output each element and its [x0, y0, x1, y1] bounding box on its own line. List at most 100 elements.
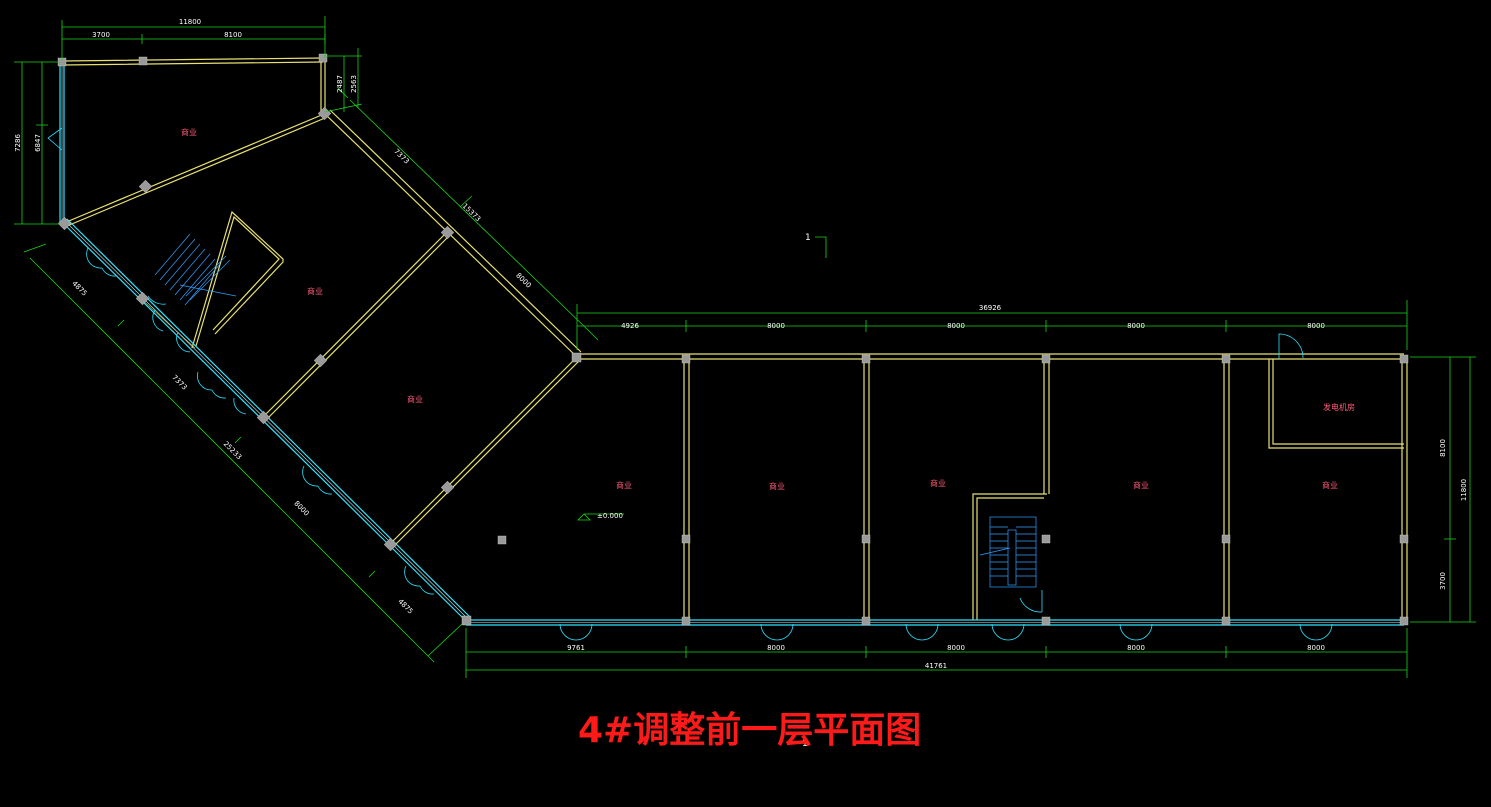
column — [318, 53, 328, 63]
door-sw-6 — [302, 465, 333, 495]
section-mark-leader — [815, 236, 827, 258]
door-generator — [1278, 333, 1304, 359]
dim-east-total: 36926 — [979, 304, 1002, 312]
dim-line-bottom-total — [465, 628, 1408, 678]
wall-west-top — [61, 57, 324, 66]
dim-east-seg3: 8000 — [947, 322, 965, 330]
glazed-facades — [59, 62, 1404, 626]
dim-east-seg2: 8000 — [767, 322, 785, 330]
stair-west — [154, 233, 237, 306]
column — [1221, 534, 1231, 544]
door-sw-5 — [233, 397, 247, 415]
elevation-marker — [577, 513, 624, 521]
room-labels: 商业 商业 商业 商业 商业 商业 商业 商业 发电机房 — [181, 127, 1355, 491]
stair-west-arrow — [179, 284, 237, 297]
dim-east-seg4: 8000 — [1127, 322, 1145, 330]
stair-west-treads — [154, 233, 221, 306]
stair-east-treads — [990, 526, 1036, 577]
dim-top-total: 11800 — [179, 18, 201, 26]
stair-enclosure-east — [972, 493, 1047, 620]
dim-east-seg1: 4926 — [621, 322, 639, 330]
dim-right-seg1: 8100 — [1439, 439, 1447, 457]
column — [1221, 354, 1231, 364]
drawing-title: 4#调整前一层平面图 — [578, 710, 921, 751]
door-stair-east — [1019, 590, 1043, 613]
door-south-3 — [905, 623, 939, 641]
dim-ne-total: 15373 — [461, 202, 483, 223]
column — [317, 106, 332, 121]
dim-sw-seg3: 8000 — [292, 499, 310, 517]
facade-west-vertical — [59, 62, 65, 222]
elevation-label: ±0.000 — [597, 512, 623, 520]
partition-bay-3 — [1043, 359, 1050, 494]
dim-line-bottom-segments — [466, 646, 1407, 658]
partition-bay-1 — [683, 359, 690, 620]
generator-room-walls — [1268, 359, 1404, 449]
door-south-6 — [1299, 623, 1333, 641]
section-mark-lower: 1 — [802, 739, 808, 749]
dim-ne-seg1: 7373 — [392, 147, 410, 165]
dim-bottom-total: 41761 — [925, 662, 947, 670]
column — [1399, 616, 1409, 626]
column — [1399, 534, 1409, 544]
column — [1221, 616, 1231, 626]
wall-west-notch — [320, 58, 326, 113]
section-mark-upper: 1 — [805, 233, 811, 243]
column — [138, 56, 148, 66]
column — [383, 537, 398, 552]
dim-short-a: 2487 — [336, 75, 344, 93]
column — [681, 354, 691, 364]
dim-bottom-seg1: 9761 — [567, 644, 585, 652]
dim-bottom-seg2: 8000 — [767, 644, 785, 652]
column — [681, 534, 691, 544]
column — [135, 291, 150, 306]
door-south-5 — [1119, 623, 1153, 641]
columns — [57, 53, 1409, 626]
stair-east — [979, 516, 1037, 588]
dim-left-inner: 6847 — [34, 134, 42, 152]
doors — [47, 127, 1333, 641]
stair-east-outline — [989, 516, 1037, 588]
column — [681, 616, 691, 626]
room-label-west-top: 商业 — [181, 127, 197, 137]
dim-bottom-seg4: 8000 — [1127, 644, 1145, 652]
column — [440, 225, 455, 240]
partition-bay-4 — [1223, 359, 1230, 620]
wall-east-right — [1401, 359, 1408, 621]
room-label-bay2: 商业 — [769, 481, 785, 491]
dim-bottom-seg3: 8000 — [947, 644, 965, 652]
dim-top-seg1: 3700 — [92, 31, 110, 39]
room-label-diag-mid: 商业 — [307, 286, 323, 296]
room-label-generator: 发电机房 — [1323, 402, 1355, 412]
dimension-labels: 11800 3700 8100 7286 6847 2487 2563 7373… — [14, 18, 1468, 670]
column — [1399, 354, 1409, 364]
column — [138, 179, 153, 194]
column — [461, 615, 472, 626]
column — [571, 352, 582, 363]
partition-bay-2 — [863, 359, 870, 620]
partition-diag-1 — [262, 231, 451, 421]
stair-west-guide — [137, 295, 196, 349]
door-sw-1 — [86, 247, 117, 277]
dim-east-seg5: 8000 — [1307, 322, 1325, 330]
room-label-bay3: 商业 — [930, 478, 946, 488]
stair-east-well — [1007, 529, 1017, 586]
dimension-lines — [14, 16, 1476, 678]
door-sw-4 — [197, 371, 227, 399]
dim-line-short — [324, 48, 363, 113]
stair-enclosure-west — [191, 210, 284, 349]
dim-top-seg2: 8100 — [224, 31, 242, 39]
wall-east-top — [577, 353, 1404, 360]
dim-line-east-segments — [577, 320, 1407, 332]
dim-line-ne — [336, 86, 599, 341]
door-sw-2 — [152, 309, 164, 332]
stair-east-arrow — [979, 547, 1011, 556]
dim-line-top-segments — [62, 34, 326, 44]
column — [1041, 534, 1051, 544]
dim-line-left-outer — [14, 61, 60, 225]
door-sw-7 — [404, 565, 435, 595]
column — [861, 354, 871, 364]
dim-sw-seg2: 7373 — [170, 373, 188, 391]
dim-sw-seg4: 4875 — [396, 597, 414, 615]
